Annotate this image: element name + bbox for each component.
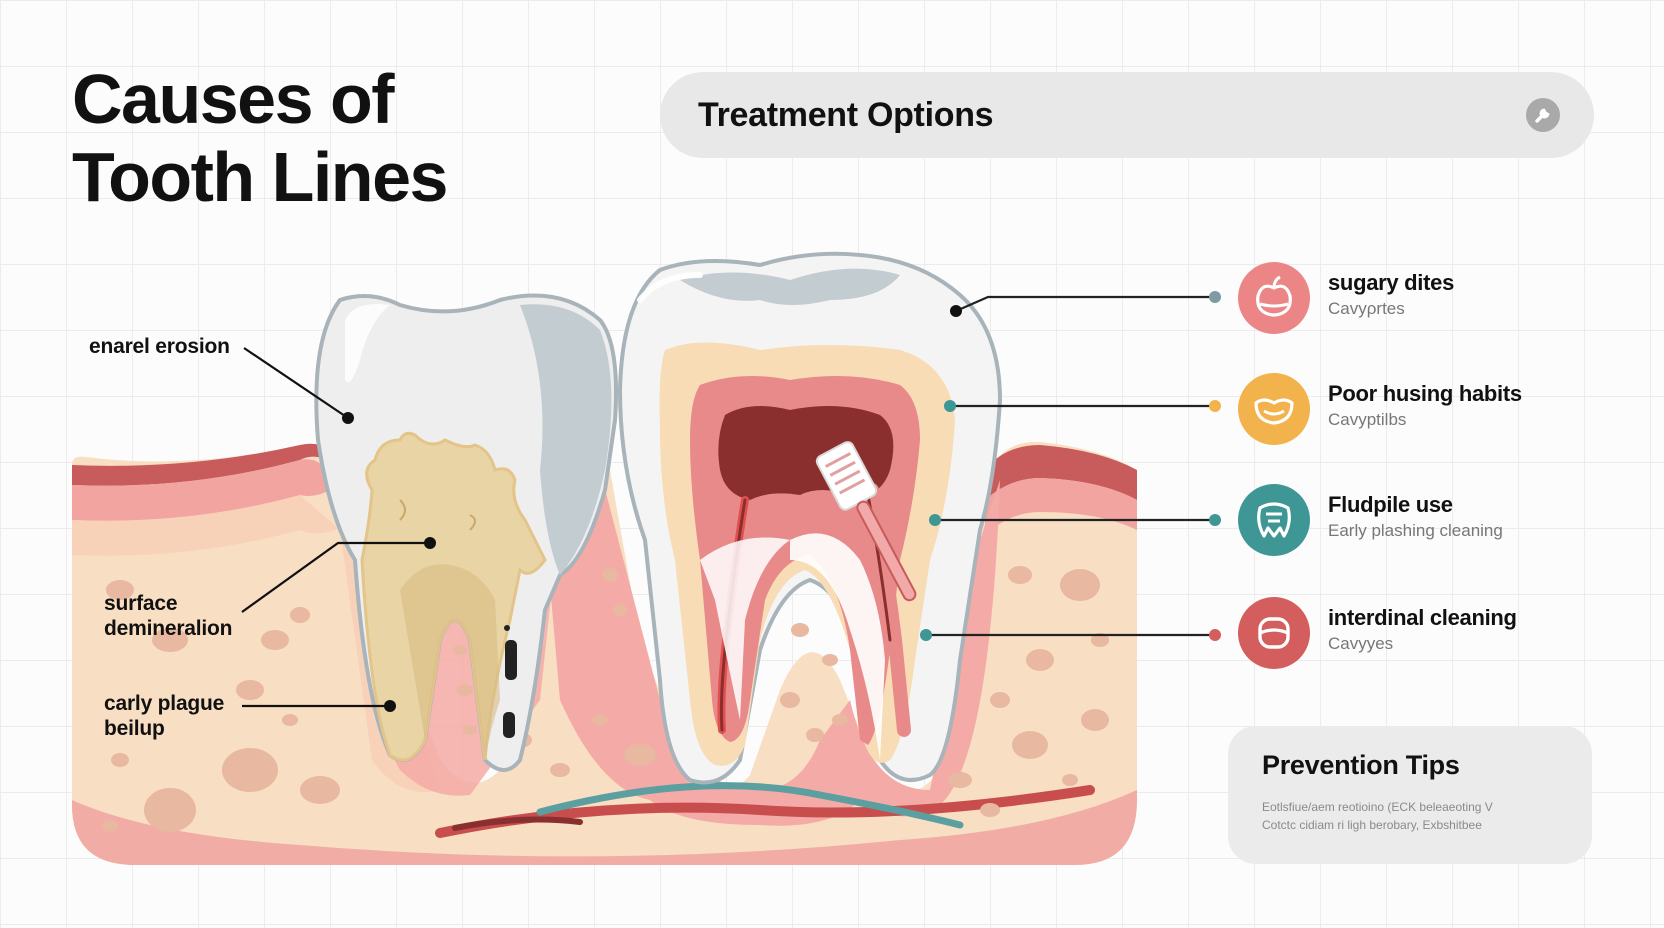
tips-line-2: Cotctc cidiam ri ligh berobary, Exbshitb… <box>1262 818 1482 832</box>
cause-title-interdental-cleaning: interdinal cleaning <box>1328 605 1517 630</box>
cause-subtitle-fluoride-use: Early plashing cleaning <box>1328 521 1503 540</box>
apple-icon <box>1256 275 1292 317</box>
search-label: Treatment Options <box>698 96 994 134</box>
right-leader-start-dots <box>920 305 962 641</box>
mouth-icon <box>1254 398 1294 425</box>
floss-icon <box>1258 617 1290 649</box>
bone-spots <box>102 566 1109 832</box>
title-line-1: Causes of <box>72 60 395 138</box>
cause-subtitle-poor-brushing: Cavyptilbs <box>1328 410 1407 429</box>
badge-poor-brushing <box>1238 373 1310 445</box>
tooth-icon <box>1257 502 1291 538</box>
cause-title-fluoride-use: Fludpile use <box>1328 492 1453 517</box>
right-leader-end-dots <box>1209 291 1221 641</box>
badge-sugary-diets <box>1238 262 1310 334</box>
right-tooth-cross-section <box>617 251 1003 785</box>
search-bar[interactable]: Treatment Options <box>660 72 1594 158</box>
tips-line-1: Eotlsfiue/aem reotioino (ECK beleaeoting… <box>1262 800 1493 814</box>
cause-title-sugary-diets: sugary dites <box>1328 270 1455 295</box>
cause-subtitle-sugary-diets: Cavyρrtes <box>1328 299 1405 318</box>
left-tooth <box>314 293 618 772</box>
wrench-icon[interactable] <box>1526 98 1560 132</box>
right-leader-lines <box>926 295 1215 637</box>
title-line-2: Tooth Lines <box>72 138 448 216</box>
cause-title-poor-brushing: Poor husing habits <box>1328 381 1522 406</box>
cause-subtitle-interdental-cleaning: Cavyyes <box>1328 634 1394 653</box>
label-early-plaque-buildup: carly plague beilup <box>104 692 225 740</box>
tips-title: Prevention Tips <box>1262 750 1460 780</box>
label-enamel-erosion: enarel erosion <box>89 335 230 358</box>
prevention-tips-card[interactable]: Prevention Tips Eotlsfiue/aem reotioino … <box>1228 726 1592 864</box>
toothbrush-icon <box>815 441 917 602</box>
left-leader-lines <box>241 347 430 708</box>
badge-fluoride-use <box>1238 484 1310 556</box>
badge-interdental-cleaning <box>1238 597 1310 669</box>
left-leader-dots <box>342 412 436 712</box>
label-surface-demineralization: surface demineralion <box>104 592 233 640</box>
page-title: Causes of Tooth Lines <box>72 60 448 216</box>
